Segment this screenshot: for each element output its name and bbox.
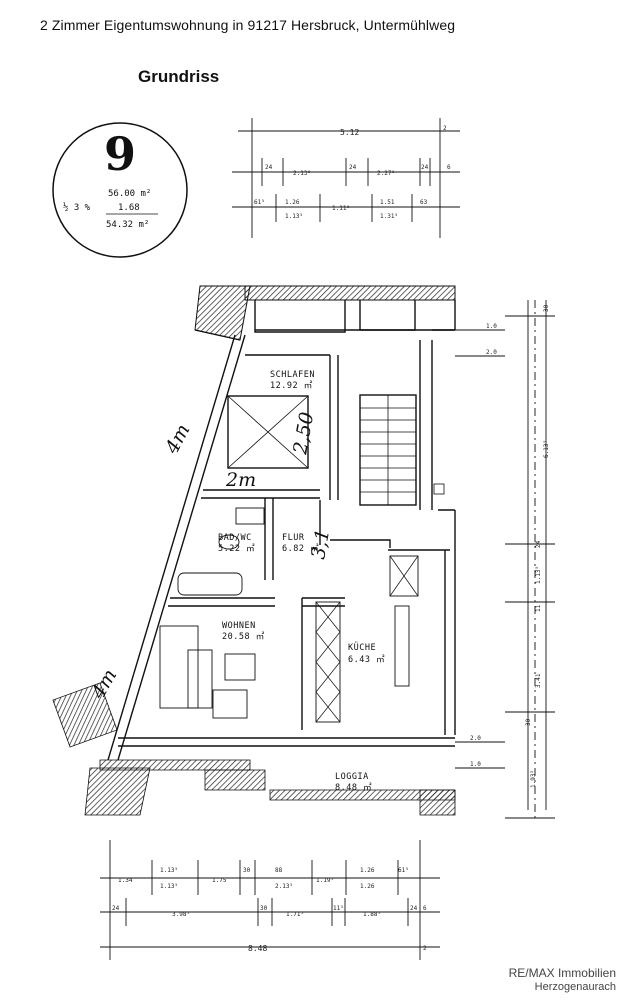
handwritten-note-wall-b: 3,1 — [307, 527, 334, 561]
dim-right-7: 3.41 — [535, 673, 542, 688]
floorplan-heading: Grundriss — [138, 67, 220, 86]
dim-right-3: 6.13⁵ — [543, 440, 550, 458]
dim-bot-r1-2: 1.13⁵ — [160, 883, 178, 890]
dim-bot-r2-5: 1.88⁵ — [363, 911, 381, 918]
dim-right-6: 11 — [535, 604, 542, 612]
branding-company: RE/MAX Immobilien — [508, 966, 616, 980]
dim-bot-r1-0: 1.34 — [118, 877, 133, 884]
dim-bot-r1-5: 88 — [275, 867, 283, 874]
dim-top-r1-1: 2.13⁵ — [293, 170, 311, 177]
room-flur-area: 6.82 ㎡ — [282, 544, 319, 554]
seal-reduction-label: ½ 3 % — [63, 202, 91, 213]
dim-bot-r2-1: 3.98⁵ — [172, 911, 190, 918]
room-schlafen-name: SCHLAFEN — [270, 370, 315, 380]
room-wohnen-name: WOHNEN — [222, 621, 256, 631]
dim-top-r2-3: 1.11⁵ — [332, 205, 350, 212]
dim-right-1: 1.0 — [486, 323, 497, 330]
dim-bot-r1-1: 1.13⁵ — [160, 867, 178, 874]
room-flur-name: FLUR — [282, 533, 305, 543]
dim-top-r1-3: 2.27⁵ — [377, 170, 395, 177]
room-kueche-area: 6.43 ㎡ — [348, 655, 385, 665]
dim-right-10: 1.0 — [470, 761, 481, 768]
area-seal: 9 56.00 m² ½ 3 % 1.68 54.32 m² — [52, 122, 188, 258]
room-bad-name: BAD/WC — [218, 533, 252, 543]
dim-top-r2-2: 1.13⁵ — [285, 213, 303, 220]
handwritten-note-wall-a: 2,50 — [289, 410, 318, 456]
dim-bot-r1-6: 2.13⁵ — [275, 883, 293, 890]
listing-title: 2 Zimmer Eigentumswohnung in 91217 Hersb… — [40, 17, 456, 33]
branding-location: Herzogenaurach — [534, 981, 616, 993]
dim-top-r2-6: 63 — [420, 199, 428, 206]
dim-right-0: 30 — [543, 304, 550, 312]
dim-top-r1-2: 24 — [349, 164, 357, 171]
dim-bot-r1-8: 1.26 — [360, 867, 375, 874]
handwritten-note-4m-top: 4m — [161, 420, 195, 458]
room-loggia-name: LOGGIA — [335, 772, 369, 782]
dim-bot-r2-0: 24 — [112, 905, 120, 912]
seal-reduction-value: 1.68 — [118, 203, 140, 213]
room-wohnen-area: 20.58 ㎡ — [222, 632, 265, 642]
dim-bot-r2-6: 24 — [410, 905, 418, 912]
dim-top-total: 5.12 — [340, 128, 359, 137]
room-schlafen-area: 12.92 ㎡ — [270, 381, 313, 391]
dim-bot-r1-10: 61⁵ — [398, 867, 409, 874]
right-dimension-chain — [455, 300, 555, 820]
dim-bot-r1-4: 30 — [243, 867, 251, 874]
dim-bot-total: 8.48 — [248, 944, 267, 953]
dim-top-corner: 2 — [443, 125, 447, 132]
dim-right-2: 2.0 — [486, 349, 497, 356]
dim-top-r2-0: 61⁵ — [254, 199, 265, 206]
dim-bot-r2-7: 6 — [423, 905, 427, 912]
room-bad-area: 5.22 ㎡ — [218, 544, 255, 554]
remax-branding: RE/MAX Immobilien Herzogenaurach — [509, 966, 616, 994]
dim-bot-r1-3: 1.75 — [212, 877, 227, 884]
dim-bot-r2-3: 1.71⁵ — [286, 911, 304, 918]
floor-plan — [52, 285, 456, 816]
dim-top-r1-5: 6 — [447, 164, 451, 171]
dim-bot-r1-9: 1.26 — [360, 883, 375, 890]
dim-right-4: 24 — [535, 540, 542, 548]
dim-top-r2-1: 1.26 — [285, 199, 300, 206]
dim-bot-r2-2: 30 — [260, 905, 268, 912]
dim-right-11: 1.93⁵ — [530, 770, 537, 788]
dim-bot-r2-4: 11⁵ — [333, 905, 344, 912]
dim-right-5: 1.13⁵ — [535, 566, 542, 584]
dim-top-r2-5: 1.31⁵ — [380, 213, 398, 220]
seal-area-net: 54.32 m² — [106, 220, 149, 230]
top-dimension-chain — [232, 118, 460, 238]
dim-bot-corner: 2 — [423, 945, 427, 952]
dim-right-9: 2.0 — [470, 735, 481, 742]
dim-top-r2-4: 1.51 — [380, 199, 395, 206]
handwritten-note-2m: 2m — [225, 469, 256, 491]
seal-area-gross: 56.00 m² — [108, 189, 151, 199]
room-loggia-area: 8.48 ㎡ — [335, 783, 372, 793]
dim-top-r1-0: 24 — [265, 164, 273, 171]
room-kueche-name: KÜCHE — [348, 642, 376, 653]
dim-top-r1-4: 24 — [421, 164, 429, 171]
dim-bot-r1-7: 1.19⁵ — [316, 877, 334, 884]
bottom-dimension-chain — [100, 840, 440, 960]
dim-right-8: 30 — [525, 718, 532, 726]
apartment-number: 9 — [104, 127, 136, 181]
